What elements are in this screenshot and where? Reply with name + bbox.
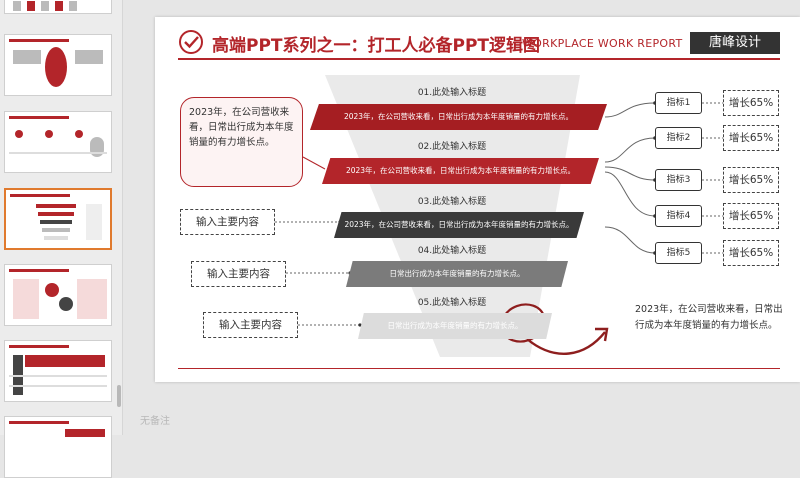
notes-placeholder[interactable]: 无备注 — [140, 416, 170, 427]
metric-box-2: 指标2 — [655, 127, 702, 149]
check-circle-icon — [179, 30, 203, 54]
brand-label: 唐峰设计 — [690, 32, 780, 54]
stage-label-1: 01.此处输入标题 — [417, 88, 487, 98]
slide-thumbnail-7[interactable] — [4, 416, 112, 478]
callout-bubble: 2023年，在公司营收来看，日常出行成为本年度销量的有力增长点。 — [180, 97, 303, 187]
slide-thumbnail-3[interactable] — [4, 111, 112, 173]
sidebar-scrollbar[interactable] — [117, 385, 121, 407]
stage-label-2: 02.此处输入标题 — [417, 142, 487, 152]
metric-box-5: 指标5 — [655, 242, 702, 264]
funnel-band-5: 日常出行成为本年度销量的有力增长点。 — [358, 313, 552, 339]
funnel-band-4: 日常出行成为本年度销量的有力增长点。 — [346, 261, 568, 287]
metric-box-4: 指标4 — [655, 205, 702, 227]
slide-thumbnail-4-current[interactable] — [4, 188, 112, 250]
slide-title: 高端PPT系列之一：打工人必备PPT逻辑图 — [212, 36, 541, 56]
slide-canvas[interactable]: 高端PPT系列之一：打工人必备PPT逻辑图 WORKPLACE WORK REP… — [155, 17, 800, 382]
title-divider — [178, 58, 780, 60]
growth-box-5: 增长65% — [723, 240, 779, 266]
stage-label-5: 05.此处输入标题 — [417, 298, 487, 308]
slide-thumbnail-2[interactable] — [4, 34, 112, 96]
slide-thumbnail-6[interactable] — [4, 340, 112, 402]
slide-thumbnail-panel[interactable] — [0, 0, 123, 478]
metric-box-1: 指标1 — [655, 92, 702, 114]
funnel-band-3: 2023年，在公司营收来看，日常出行成为本年度销量的有力增长点。 — [334, 212, 584, 238]
slide-thumbnail-1[interactable] — [4, 0, 112, 14]
input-box-2: 输入主要内容 — [191, 261, 286, 287]
right-note-text: 2023年，在公司营收来看，日常出行成为本年度销量的有力增长点。 — [635, 304, 783, 331]
input-box-3: 输入主要内容 — [203, 312, 298, 338]
input-box-1: 输入主要内容 — [180, 209, 275, 235]
bottom-divider — [178, 368, 780, 369]
funnel-band-1: 2023年，在公司营收来看，日常出行成为本年度销量的有力增长点。 — [310, 104, 607, 130]
stage-label-4: 04.此处输入标题 — [417, 246, 487, 256]
funnel-band-2: 2023年，在公司营收来看，日常出行成为本年度销量的有力增长点。 — [322, 158, 599, 184]
growth-box-2: 增长65% — [723, 125, 779, 151]
growth-box-1: 增长65% — [723, 90, 779, 116]
slide-thumbnail-5[interactable] — [4, 264, 112, 326]
metric-box-3: 指标3 — [655, 169, 702, 191]
slide-subtitle: WORKPLACE WORK REPORT — [522, 37, 683, 50]
growth-box-3: 增长65% — [723, 167, 779, 193]
stage-label-3: 03.此处输入标题 — [417, 197, 487, 207]
growth-box-4: 增长65% — [723, 203, 779, 229]
